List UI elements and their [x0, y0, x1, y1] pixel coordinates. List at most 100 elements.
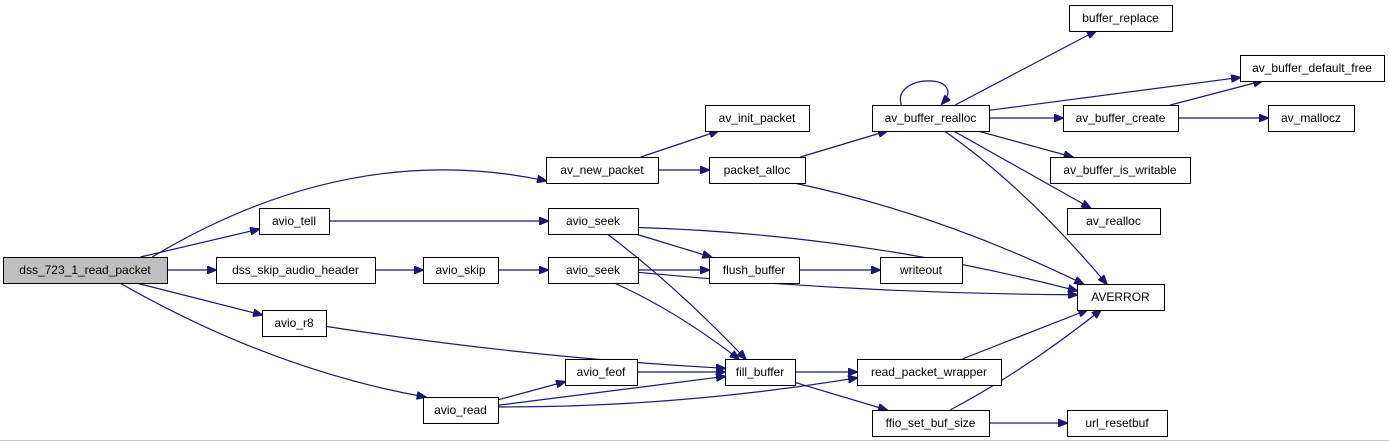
edge-av_buffer_realloc-to-buffer_replace [954, 31, 1096, 106]
node-dss[interactable]: dss_723_1_read_packet [3, 257, 168, 284]
edge-av_buffer_realloc-to-av_buffer_default_free [988, 77, 1240, 111]
node-box [546, 157, 659, 184]
node-label: AVERROR [1091, 290, 1150, 304]
edge-avio_seek2-to-fill_buffer [614, 282, 738, 359]
node-label: avio_seek [566, 263, 621, 277]
node-av-buffer-default-free[interactable]: av_buffer_default_free [1240, 55, 1385, 82]
node-av-mallocz[interactable]: av_mallocz [1268, 105, 1355, 132]
node-av-init-packet[interactable]: av_init_packet [705, 105, 810, 132]
edge-dss-to-avio_r8 [136, 282, 262, 315]
edge-av_buffer_realloc-to-AVERROR [943, 130, 1106, 284]
edge-packet_alloc-to-AVERROR [794, 182, 1083, 284]
edge-avio_read-to-fill_buffer [497, 376, 725, 406]
node-label: avio_feof [577, 365, 626, 379]
node-label: avio_r8 [274, 316, 314, 330]
edge-dss-to-av_new_packet [151, 169, 546, 258]
node-box [216, 257, 376, 284]
node-avio-seek2[interactable]: avio_seek [548, 257, 639, 284]
edge-layer [119, 31, 1268, 423]
node-label: avio_tell [272, 214, 316, 228]
node-box [1077, 284, 1165, 311]
bottom-divider [0, 440, 1389, 441]
node-dss-skip[interactable]: dss_skip_audio_header [216, 257, 376, 284]
node-box [709, 157, 806, 184]
node-box [857, 359, 1002, 386]
node-label: av_new_packet [560, 163, 644, 177]
edge-av_buffer_realloc-to-av_buffer_realloc [899, 80, 947, 105]
node-label: ffio_set_buf_size [886, 416, 976, 430]
node-fill-buffer[interactable]: fill_buffer [725, 359, 796, 386]
edge-packet_alloc-to-av_buffer_realloc [800, 131, 887, 158]
node-box [262, 310, 327, 337]
edge-avio_r8-to-fill_buffer [325, 325, 725, 368]
node-label: av_buffer_default_free [1252, 61, 1372, 75]
node-layer: dss_723_1_read_packet av_new_packet avio_t… [3, 5, 1385, 437]
edge-dss-to-avio_tell [140, 229, 259, 258]
node-avio-read[interactable]: avio_read [423, 397, 499, 424]
node-avio-skip[interactable]: avio_skip [423, 257, 499, 284]
node-AVERROR[interactable]: AVERROR [1077, 284, 1165, 311]
node-buffer-replace[interactable]: buffer_replace [1069, 5, 1173, 32]
node-box [548, 208, 639, 235]
edge-av_new_packet-to-av_init_packet [640, 131, 719, 158]
edge-ffio_set_buf_size-to-AVERROR [949, 310, 1101, 411]
node-read-packet-wrapper[interactable]: read_packet_wrapper [857, 359, 1002, 386]
node-box [1240, 55, 1385, 82]
node-packet-alloc[interactable]: packet_alloc [709, 157, 806, 184]
edge-avio_seek1-to-flush_buffer [635, 233, 712, 257]
edge-avio_seek1-to-fill_buffer [607, 233, 745, 359]
node-label: buffer_replace [1082, 11, 1159, 25]
node-avio-r8[interactable]: avio_r8 [262, 310, 327, 337]
node-label: avio_skip [435, 263, 485, 277]
node-label: dss_skip_audio_header [232, 263, 359, 277]
node-box [423, 397, 499, 424]
node-label: av_realloc [1086, 214, 1141, 228]
node-label: flush_buffer [723, 263, 786, 277]
node-label: av_buffer_is_writable [1063, 163, 1177, 177]
node-av-new-packet[interactable]: av_new_packet [546, 157, 659, 184]
node-box [1050, 157, 1191, 184]
edge-av_buffer_create-to-av_buffer_default_free [1170, 81, 1262, 106]
node-box [423, 257, 499, 284]
node-box [3, 257, 168, 284]
node-box [705, 105, 810, 132]
node-label: avio_seek [566, 214, 621, 228]
edge-avio_read-to-read_packet_wrapper [497, 378, 857, 408]
node-box [872, 410, 990, 437]
node-box [548, 257, 639, 284]
edge-read_packet_wrapper-to-AVERROR [961, 310, 1087, 360]
edge-av_buffer_realloc-to-av_buffer_is_writable [977, 130, 1073, 157]
node-av-buffer-create[interactable]: av_buffer_create [1063, 105, 1179, 132]
node-av-buffer-is-writable[interactable]: av_buffer_is_writable [1050, 157, 1191, 184]
node-avio-feof[interactable]: avio_feof [565, 359, 638, 386]
node-av-realloc[interactable]: av_realloc [1067, 208, 1161, 235]
node-box [1063, 105, 1179, 132]
node-box [1067, 410, 1168, 437]
node-label: dss_723_1_read_packet [19, 263, 151, 277]
node-label: av_mallocz [1281, 111, 1341, 125]
edge-avio_seek2-to-AVERROR [637, 271, 1077, 294]
node-box [725, 359, 796, 386]
node-label: packet_alloc [724, 163, 791, 177]
edge-avio_seek1-to-AVERROR [637, 226, 1077, 290]
node-label: writeout [899, 263, 943, 277]
node-ffio-set-buf-size[interactable]: ffio_set_buf_size [872, 410, 990, 437]
edge-dss-to-avio_read [119, 282, 426, 397]
node-label: fill_buffer [736, 365, 784, 379]
node-av-buffer-realloc[interactable]: av_buffer_realloc [872, 105, 990, 132]
node-box [565, 359, 638, 386]
node-avio-seek1[interactable]: avio_seek [548, 208, 639, 235]
node-box [1067, 208, 1161, 235]
node-box [880, 257, 963, 284]
edge-avio_read-to-avio_feof [497, 382, 565, 401]
node-writeout[interactable]: writeout [880, 257, 963, 284]
node-flush-buffer[interactable]: flush_buffer [709, 257, 800, 284]
node-label: av_init_packet [719, 111, 796, 125]
node-url-resetbuf[interactable]: url_resetbuf [1067, 410, 1168, 437]
node-box [709, 257, 800, 284]
node-label: avio_read [434, 403, 487, 417]
edge-av_buffer_realloc-to-av_realloc [953, 130, 1091, 208]
node-avio-tell[interactable]: avio_tell [259, 208, 330, 235]
node-label: url_resetbuf [1085, 416, 1149, 430]
